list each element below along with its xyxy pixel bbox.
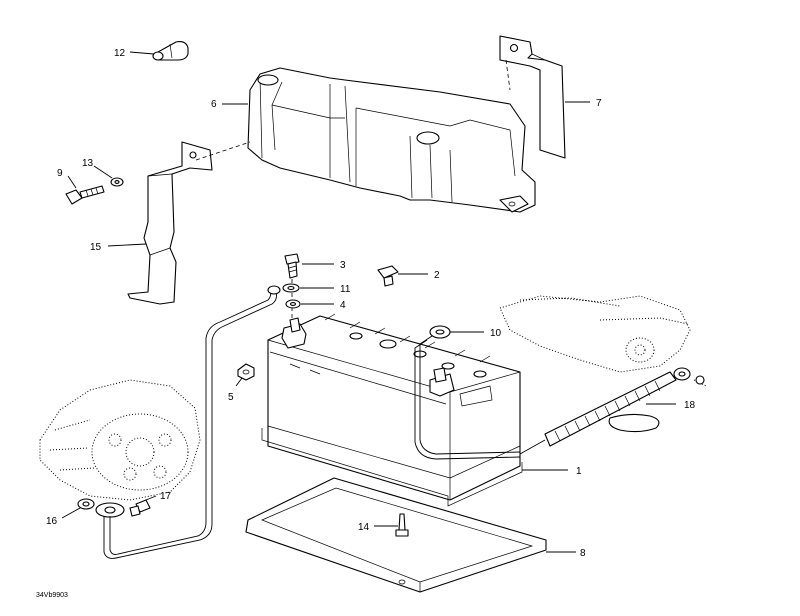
callout-numbers: 12 6 7 9 13 15 3 2 11 4 10 5 18 1 17 16 … <box>46 48 696 559</box>
part-2-vent-cap[interactable] <box>377 265 399 287</box>
part-15-front-bracket[interactable] <box>127 141 213 305</box>
part-3-terminal-bolt[interactable] <box>284 253 300 279</box>
part-18-starter-cable[interactable] <box>519 367 707 455</box>
part-1-battery[interactable] <box>261 313 523 507</box>
callout-10: 10 <box>490 328 502 339</box>
part-4-lock-washer[interactable] <box>285 299 301 309</box>
flywheel-housing <box>39 379 201 501</box>
part-12-terminal-cap[interactable] <box>152 41 189 61</box>
callout-8: 8 <box>580 548 586 559</box>
callout-2: 2 <box>434 270 440 281</box>
callout-6: 6 <box>211 99 217 110</box>
callout-3: 3 <box>340 260 346 271</box>
callout-17: 17 <box>160 491 172 502</box>
callout-18: 18 <box>684 400 696 411</box>
callout-leaders <box>61 51 676 553</box>
callout-9: 9 <box>57 168 63 179</box>
callout-13: 13 <box>82 158 94 169</box>
callout-12: 12 <box>114 48 126 59</box>
alignment-line-bracket-to-cover <box>505 59 511 91</box>
callout-4: 4 <box>340 300 346 311</box>
part-17-ground-bolt[interactable] <box>129 499 151 517</box>
callout-5: 5 <box>228 392 234 403</box>
diagram-code: 34Vb9903 <box>36 592 68 599</box>
part-16-ground-cable[interactable] <box>77 285 281 559</box>
callout-16: 16 <box>46 516 58 527</box>
callout-7: 7 <box>596 98 602 109</box>
part-14-tray-screw[interactable] <box>395 513 409 585</box>
callout-14: 14 <box>358 522 370 533</box>
part-11-washer[interactable] <box>282 283 300 293</box>
part-5-nut[interactable] <box>237 363 255 381</box>
part-7-rear-bracket[interactable] <box>499 35 566 159</box>
callout-1: 1 <box>576 466 582 477</box>
part-13-washer[interactable] <box>110 177 124 187</box>
part-6-battery-cover[interactable] <box>247 67 536 213</box>
part-9-bolt[interactable] <box>65 185 105 205</box>
part-10-battery-cable[interactable] <box>414 325 521 460</box>
starter-motor <box>499 295 691 373</box>
alignment-line-bolt-to-cover <box>195 141 251 161</box>
callout-15: 15 <box>90 242 102 253</box>
callout-11: 11 <box>340 284 351 295</box>
